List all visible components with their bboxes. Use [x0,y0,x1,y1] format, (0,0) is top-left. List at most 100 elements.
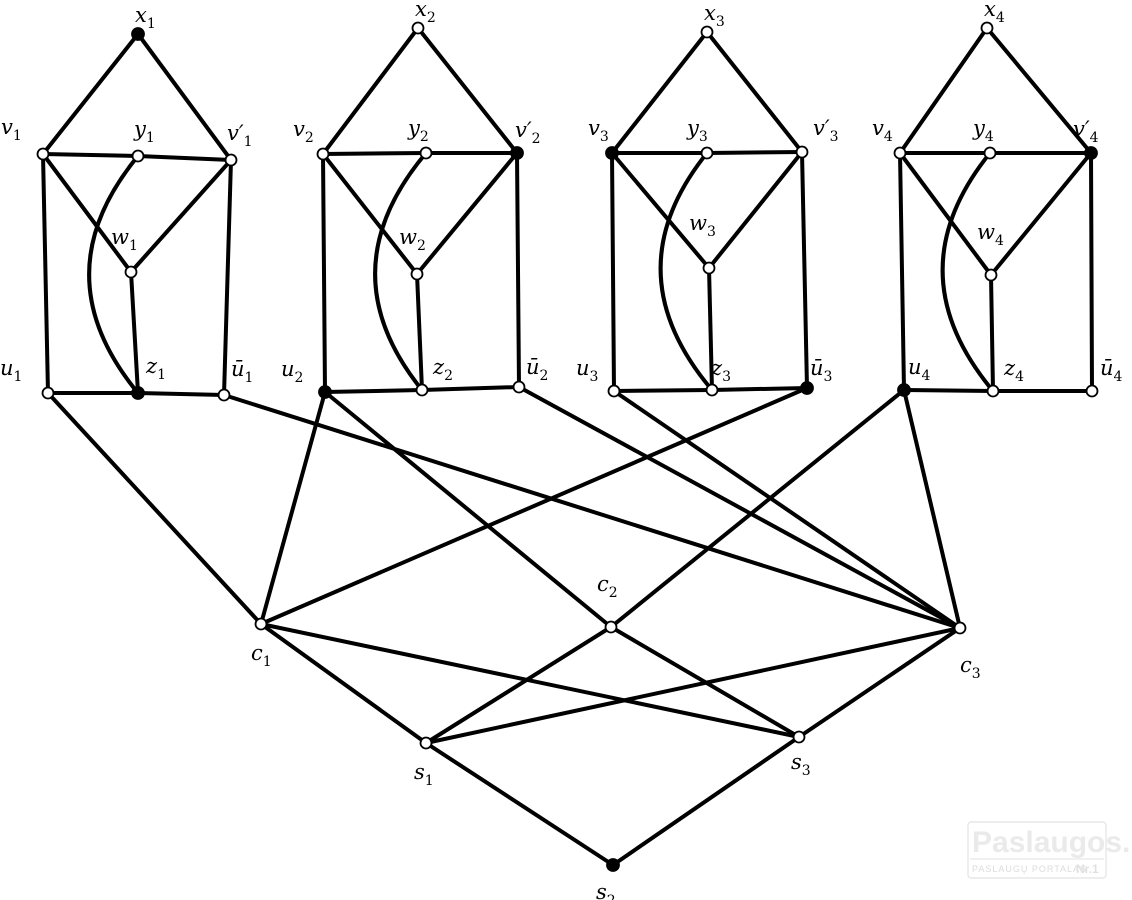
node-ub3 [800,381,814,395]
node-label-main: x [135,3,147,27]
node-label-subscript: 2 [540,368,549,384]
node-label-z1: z1 [145,354,166,383]
watermark: Paslaugos.lt PASLAUGŲ PORTALAS Nr.1 [967,821,1132,879]
edge-v3-w3 [610,151,711,270]
edge-v1p-w1 [129,158,233,274]
node-y2 [419,146,433,160]
edge-u1-c1 [46,391,263,626]
node-label-subscript: 1 [146,130,155,146]
node-label-y3: y3 [686,116,708,145]
node-label-main: w [111,225,129,249]
node-label-subscript: 2 [607,893,616,900]
node-v4 [893,146,907,160]
edge-x4-v4 [898,26,989,155]
node-ub4 [1085,384,1099,398]
node-v1 [36,147,50,161]
node-label-main: ū [526,355,540,379]
edge-c3-s3 [797,626,962,739]
node-x4 [980,21,994,35]
node-x3 [700,25,714,39]
node-s3 [792,730,806,744]
node-label-subscript: 4 [1114,369,1123,385]
edge-v2-y2 [321,151,428,156]
node-x2 [411,21,425,35]
curved-edge-y3-z3 [658,151,714,392]
node-label-x3: x3 [704,1,725,30]
node-label-u1: u1 [0,356,22,385]
node-z3 [705,383,719,397]
node-v2 [316,147,330,161]
node-label-subscript: 2 [420,129,429,145]
node-label-subscript: 3 [722,369,731,385]
node-label-main: v [588,116,600,140]
edge-x3-v3p [705,30,804,154]
edge-z1-ub1 [136,391,226,397]
watermark-badge: Nr.1 [1076,862,1099,876]
node-label-s2: s2 [596,880,616,900]
node-label-subscript: 3 [802,763,811,779]
node-label-y2: y2 [407,116,429,145]
node-label-v4p: v′4 [1073,117,1099,146]
edge-u2-c2 [323,390,613,629]
edge-u3-z3 [612,388,714,393]
node-v4p [1084,146,1098,160]
node-label-y4: y4 [972,116,994,145]
node-label-main: c [960,653,972,677]
node-label-subscript: 3 [972,666,981,682]
node-label-main: y [972,116,986,140]
node-label-main: s [596,880,607,900]
node-label-x2: x2 [415,0,436,26]
node-ub2 [512,380,526,394]
node-label-v4: v4 [872,116,893,145]
node-s2 [606,858,620,872]
edge-v1p-ub1 [222,158,233,397]
node-label-main: u [281,357,295,381]
node-label-subscript: 4 [1015,369,1024,385]
node-label-subscript: 3 [824,369,833,385]
node-u3 [607,384,621,398]
node-label-main: v′ [813,116,830,140]
edge-ub1-c3 [222,393,962,630]
edge-u4-c2 [609,388,906,629]
node-label-subscript: 2 [295,370,304,386]
edge-v1-w1 [41,152,133,274]
edge-x1-v1 [41,32,140,156]
node-label-ub1: ū1 [231,357,253,386]
node-u2 [318,385,332,399]
edge-v4p-w4 [989,151,1093,277]
watermark-main: Paslaugos.lt [972,826,1132,859]
node-label-main: v [1,115,13,139]
edge-ub3-c1 [259,386,809,626]
node-layer [36,21,1099,872]
node-w3 [702,261,716,275]
node-label-c1: c1 [251,641,272,670]
node-label-main: c [597,572,609,596]
edge-u2-c1 [259,390,327,626]
node-label-subscript: 1 [147,16,156,32]
node-z1 [131,386,145,400]
node-label-main: u [0,356,14,380]
node-label-main: v [872,116,884,140]
node-label-subscript: 3 [707,224,716,240]
node-label-subscript: 3 [590,369,599,385]
node-label-subscript: 1 [263,654,272,670]
node-label-x4: x4 [984,0,1005,26]
edge-w2-z2 [415,272,424,392]
node-label-v3: v3 [588,116,609,145]
edge-layer [41,26,1094,867]
node-y4 [983,146,997,160]
edge-v1-y1 [41,152,140,158]
edge-v1-u1 [41,152,50,395]
node-label-s1: s1 [414,760,434,789]
node-label-v1: v1 [1,115,22,144]
node-label-subscript: 1 [157,367,166,383]
node-label-subscript: 4 [922,368,931,384]
node-label-ub3: ū3 [810,356,832,385]
node-label-u3: u3 [576,356,598,385]
node-label-main: z [1003,356,1016,380]
edge-c3-s1 [424,626,962,745]
node-label-subscript: 3 [716,14,725,30]
node-label-subscript: 2 [427,10,436,26]
node-s1 [419,736,433,750]
edge-v2p-w2 [415,151,519,276]
